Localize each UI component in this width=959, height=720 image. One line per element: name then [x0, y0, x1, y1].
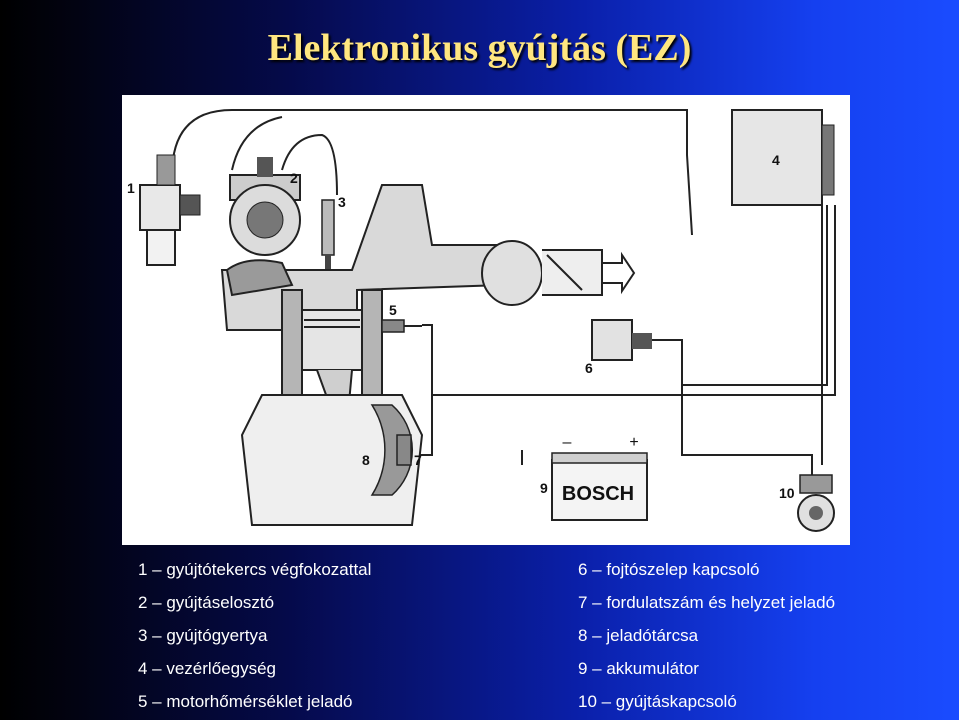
legend-item: 3 – gyújtógyertya	[138, 619, 371, 652]
diagram-drawing: BOSCH – + 1 2 3 4 5 6 7 8 9 10	[122, 95, 850, 545]
label-1: 1	[127, 180, 135, 196]
label-7: 7	[414, 452, 422, 468]
ignition-switch	[798, 475, 834, 531]
label-4: 4	[772, 152, 780, 168]
battery-minus: –	[563, 434, 572, 451]
legend-item: 5 – motorhőmérséklet jeladó	[138, 685, 371, 718]
label-8: 8	[362, 452, 370, 468]
battery-plus: +	[629, 434, 638, 451]
label-6: 6	[585, 360, 593, 376]
legend-item: 8 – jeladótárcsa	[578, 619, 835, 652]
battery-brand: BOSCH	[562, 483, 634, 505]
label-9: 9	[540, 480, 548, 496]
legend-right: 6 – fojtószelep kapcsoló 7 – fordulatszá…	[578, 553, 835, 718]
legend-item: 4 – vezérlőegység	[138, 652, 371, 685]
spark-plug	[322, 200, 334, 273]
control-unit	[732, 110, 834, 205]
legend-item: 2 – gyújtáselosztó	[138, 586, 371, 619]
legend-item: 6 – fojtószelep kapcsoló	[578, 553, 835, 586]
slide-title: Elektronikus gyújtás (EZ)	[0, 26, 959, 70]
legend-left: 1 – gyújtótekercs végfokozattal 2 – gyúj…	[138, 553, 371, 718]
ignition-system-diagram: BOSCH – + 1 2 3 4 5 6 7 8 9 10	[122, 95, 850, 545]
legend-item: 10 – gyújtáskapcsoló	[578, 685, 835, 718]
temperature-sensor	[382, 320, 422, 332]
label-5: 5	[389, 302, 397, 318]
speed-sensor	[397, 435, 411, 465]
battery: BOSCH – +	[552, 434, 647, 520]
throttle-switch	[592, 320, 652, 360]
legend-item: 1 – gyújtótekercs végfokozattal	[138, 553, 371, 586]
legend-item: 9 – akkumulátor	[578, 652, 835, 685]
label-3: 3	[338, 194, 346, 210]
label-10: 10	[779, 485, 795, 501]
label-2: 2	[290, 170, 298, 186]
ignition-coil	[140, 155, 200, 265]
legend-item: 7 – fordulatszám és helyzet jeladó	[578, 586, 835, 619]
